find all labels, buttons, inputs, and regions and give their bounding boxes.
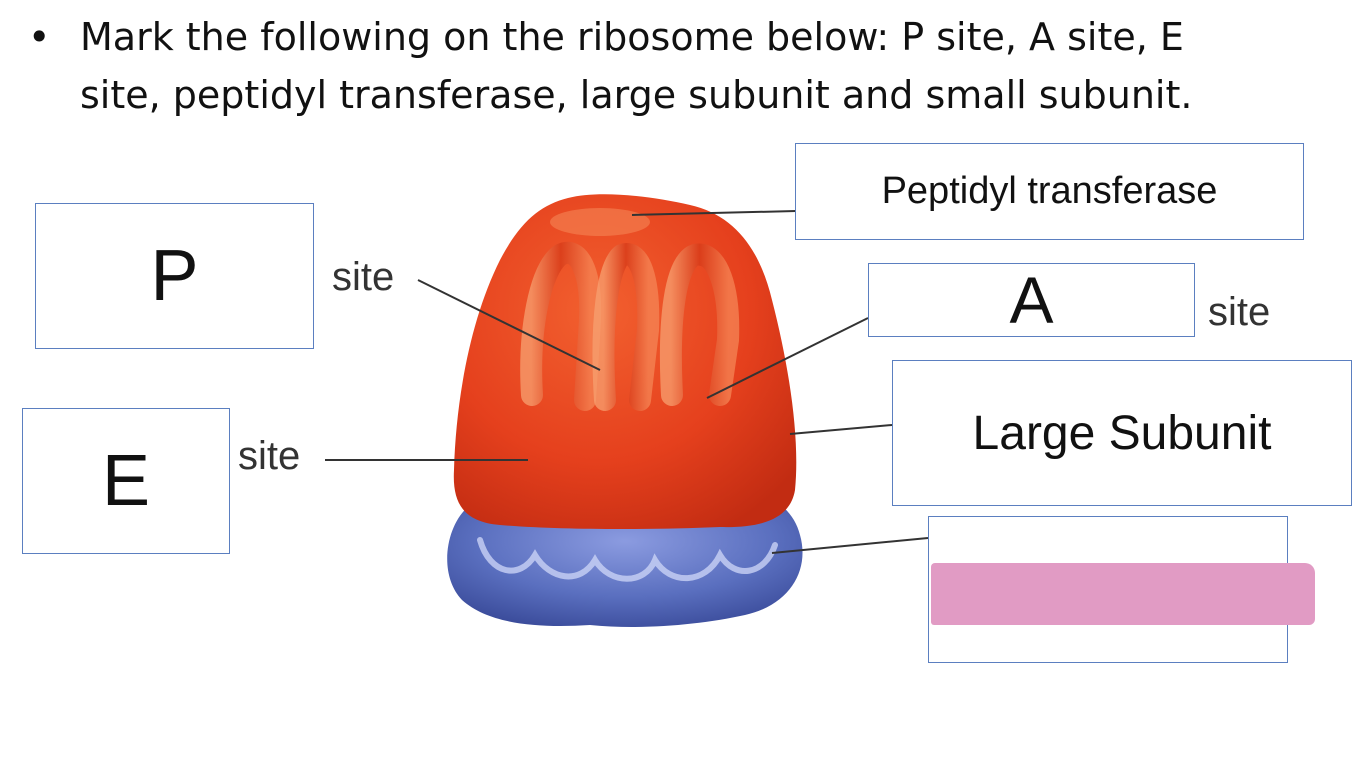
- leader-p-site: [417, 279, 601, 371]
- a-site-label: site: [1208, 290, 1271, 334]
- leader-large-subunit: [789, 424, 893, 435]
- e-site-label: site: [238, 434, 301, 478]
- e-site-answer: E: [101, 441, 151, 521]
- large-subunit-answer-box[interactable]: Large Subunit: [892, 360, 1352, 506]
- top-highlight: [550, 208, 650, 236]
- peptidyl-transferase-answer: Peptidyl transferase: [881, 170, 1218, 212]
- a-site-answer: A: [1009, 263, 1054, 337]
- peptidyl-transferase-answer-box[interactable]: Peptidyl transferase: [795, 143, 1304, 240]
- leader-peptidyl: [631, 210, 797, 216]
- small-subunit-bumps: [477, 537, 778, 582]
- highlight-mark: [931, 563, 1315, 625]
- leader-small-subunit: [771, 537, 929, 554]
- p-site-answer: P: [150, 236, 199, 316]
- leader-a-site: [706, 317, 869, 399]
- instruction-text: Mark the following on the ribosome below…: [80, 15, 1193, 117]
- groove-3: [659, 243, 740, 406]
- small-subunit-shape: [447, 495, 803, 627]
- groove-1: [520, 242, 602, 411]
- large-subunit-answer: Large Subunit: [972, 406, 1272, 460]
- groove-2: [592, 243, 660, 411]
- a-site-answer-box[interactable]: A: [868, 263, 1195, 337]
- bullet: •: [28, 15, 51, 59]
- p-site-answer-box[interactable]: P: [35, 203, 314, 349]
- p-site-label: site: [332, 255, 395, 299]
- e-site-answer-box[interactable]: E: [22, 408, 230, 554]
